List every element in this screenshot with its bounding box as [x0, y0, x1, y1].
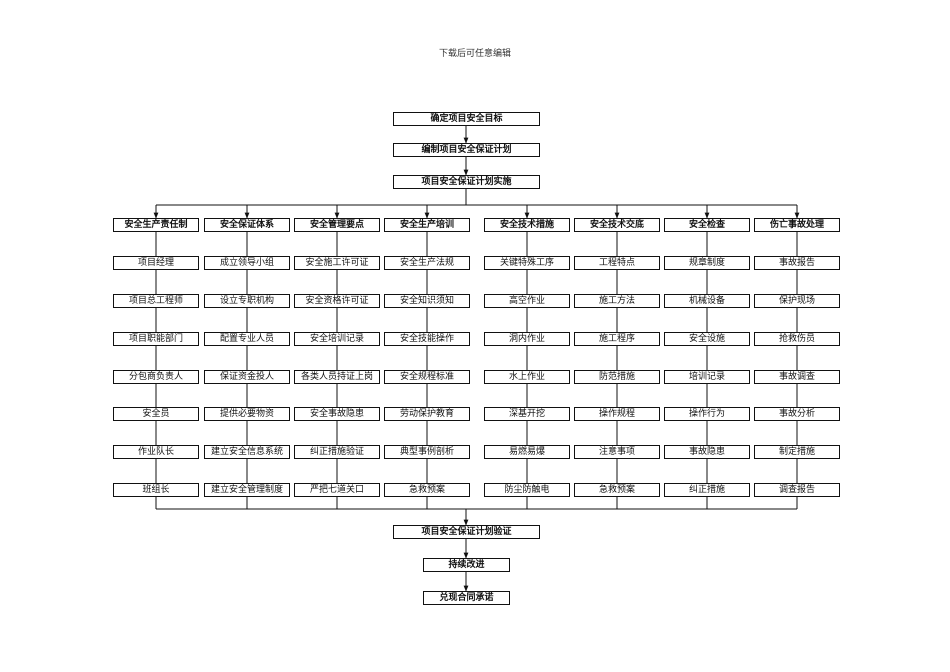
category-header-box: 安全检查	[664, 218, 750, 232]
item-box: 操作行为	[664, 407, 750, 421]
item-box: 急救预案	[384, 483, 470, 497]
item-box: 提供必要物资	[204, 407, 290, 421]
item-box: 注意事项	[574, 445, 660, 459]
item-box: 操作规程	[574, 407, 660, 421]
item-box: 纠正措施验证	[294, 445, 380, 459]
item-box: 水上作业	[484, 370, 570, 384]
item-box: 安全知识须知	[384, 294, 470, 308]
item-box: 洞内作业	[484, 332, 570, 346]
top-step-box: 项目安全保证计划实施	[393, 175, 540, 189]
item-box: 成立领导小组	[204, 256, 290, 270]
item-box: 事故调查	[754, 370, 840, 384]
bottom-step-box: 项目安全保证计划验证	[393, 525, 540, 539]
item-box: 严把七道关口	[294, 483, 380, 497]
item-box: 分包商负责人	[113, 370, 199, 384]
item-box: 事故分析	[754, 407, 840, 421]
item-box: 典型事例剖析	[384, 445, 470, 459]
item-box: 设立专职机构	[204, 294, 290, 308]
item-box: 项目职能部门	[113, 332, 199, 346]
item-box: 班组长	[113, 483, 199, 497]
category-header-box: 伤亡事故处理	[754, 218, 840, 232]
item-box: 配置专业人员	[204, 332, 290, 346]
item-box: 安全资格许可证	[294, 294, 380, 308]
page-header: 下载后可任意编辑	[438, 49, 511, 59]
item-box: 事故报告	[754, 256, 840, 270]
item-box: 事故隐患	[664, 445, 750, 459]
item-box: 建立安全管理制度	[204, 483, 290, 497]
category-header-box: 安全技术交底	[574, 218, 660, 232]
item-box: 高空作业	[484, 294, 570, 308]
item-box: 深基开挖	[484, 407, 570, 421]
item-box: 项目总工程师	[113, 294, 199, 308]
item-box: 安全规程标准	[384, 370, 470, 384]
item-box: 保证资金投人	[204, 370, 290, 384]
item-box: 安全事故隐患	[294, 407, 380, 421]
item-box: 关键特殊工序	[484, 256, 570, 270]
item-box: 机械设备	[664, 294, 750, 308]
item-box: 纠正措施	[664, 483, 750, 497]
item-box: 施工程序	[574, 332, 660, 346]
bottom-step-box: 持续改进	[423, 558, 510, 572]
item-box: 急救预案	[574, 483, 660, 497]
item-box: 抢救伤员	[754, 332, 840, 346]
item-box: 安全设施	[664, 332, 750, 346]
top-step-box: 编制项目安全保证计划	[393, 143, 540, 157]
top-step-box: 确定项目安全目标	[393, 112, 540, 126]
item-box: 调查报告	[754, 483, 840, 497]
item-box: 防范措施	[574, 370, 660, 384]
item-box: 规章制度	[664, 256, 750, 270]
item-box: 各类人员持证上岗	[294, 370, 380, 384]
item-box: 保护现场	[754, 294, 840, 308]
category-header-box: 安全生产责任制	[113, 218, 199, 232]
category-header-box: 安全管理要点	[294, 218, 380, 232]
item-box: 防尘防触电	[484, 483, 570, 497]
item-box: 施工方法	[574, 294, 660, 308]
item-box: 工程特点	[574, 256, 660, 270]
item-box: 安全技能操作	[384, 332, 470, 346]
item-box: 安全施工许可证	[294, 256, 380, 270]
item-box: 培训记录	[664, 370, 750, 384]
item-box: 项目经理	[113, 256, 199, 270]
item-box: 作业队长	[113, 445, 199, 459]
category-header-box: 安全技术措施	[484, 218, 570, 232]
bottom-step-box: 兑现合同承诺	[423, 591, 510, 605]
item-box: 建立安全信息系统	[204, 445, 290, 459]
item-box: 劳动保护教育	[384, 407, 470, 421]
item-box: 易燃易爆	[484, 445, 570, 459]
category-header-box: 安全生产培训	[384, 218, 470, 232]
item-box: 安全员	[113, 407, 199, 421]
category-header-box: 安全保证体系	[204, 218, 290, 232]
item-box: 安全生产法规	[384, 256, 470, 270]
item-box: 安全培训记录	[294, 332, 380, 346]
item-box: 制定措施	[754, 445, 840, 459]
